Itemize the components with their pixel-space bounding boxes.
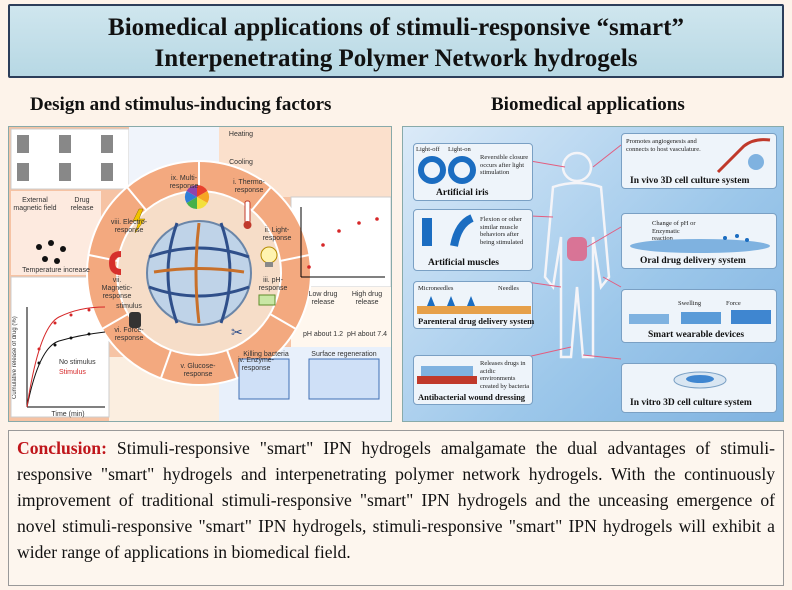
- title-line-1: Biomedical applications of stimuli-respo…: [108, 14, 684, 41]
- applications-panel: Light-off Light-on Reversible closure oc…: [402, 126, 784, 422]
- conclusion-text: Stimuli-responsive "smart" IPN hydrogels…: [17, 438, 775, 562]
- microneedles-icon: [417, 296, 531, 314]
- ph-strip-icon: [258, 294, 276, 306]
- second-network-icon: [153, 222, 245, 324]
- vasculature-icon: [716, 138, 771, 174]
- conclusion-lead: Conclusion:: [17, 438, 107, 458]
- lightning-icon: [132, 208, 146, 234]
- design-panel: ✂: [8, 126, 392, 422]
- wearable-pads-icon: [629, 310, 771, 324]
- body-diagram: [506, 144, 622, 360]
- antibacterial-title: Antibacterial wound dressing: [418, 392, 526, 402]
- iris-desc: Reversible closure occurs after light st…: [480, 154, 529, 176]
- magnetic-particles: [36, 240, 66, 264]
- killing-label: Killing bacteria: [243, 351, 289, 358]
- center-globe-icon: [146, 220, 252, 326]
- oral-card: Change of pH or Enzymatic reaction Oral …: [621, 213, 777, 269]
- petri-dish-icon: [673, 371, 727, 389]
- antibacterial-desc: Releases drugs in acidic environments cr…: [480, 360, 530, 390]
- sector-label-magnetic: vii. Magnetic-response: [101, 277, 133, 300]
- electro-images: [17, 135, 113, 181]
- low-release-label: Low drug release: [308, 291, 338, 306]
- stimulus-wheel-diagram: ✂: [9, 127, 392, 421]
- sector-label-multi: ix. Multi-response: [169, 175, 199, 190]
- swelling-label: Swelling: [678, 300, 702, 307]
- sector-label-force: vi. Force-response: [114, 327, 144, 342]
- sector-label-light: ii. Light-response: [262, 227, 292, 242]
- left-section-heading: Design and stimulus-inducing factors: [30, 94, 332, 115]
- force-press-icon: [129, 312, 141, 328]
- antibacterial-card: Releases drugs in acidic environments cr…: [413, 355, 533, 405]
- ph-high-label: pH about 7.4: [346, 331, 388, 338]
- force-label: Force: [726, 300, 741, 307]
- external-field-label: External magnetic field: [13, 197, 57, 212]
- high-release-label: High drug release: [351, 291, 383, 306]
- conclusion-box: Conclusion: Stimuli-responsive "smart" I…: [8, 430, 784, 586]
- release-curve-plot: [26, 306, 106, 408]
- iris-rings-icon: [418, 156, 476, 184]
- light-response-plot: [300, 207, 385, 278]
- sector-label-thermo: i. Thermo-response: [233, 179, 265, 194]
- sector-label-enzyme: iv. Enzyme-response: [237, 357, 275, 372]
- scissors-icon: ✂: [231, 326, 243, 341]
- in-vitro-card: In vitro 3D cell culture system: [621, 363, 777, 413]
- in-vitro-title: In vitro 3D cell culture system: [630, 398, 752, 408]
- ph-low-label: pH about 1.2: [302, 331, 344, 338]
- title-banner: Biomedical applications of stimuli-respo…: [8, 4, 784, 78]
- artificial-iris-card: Light-off Light-on Reversible closure oc…: [413, 143, 533, 201]
- muscles-desc: Flexion or other similar muscle behavior…: [480, 216, 524, 246]
- regeneration-label: Surface regeneration: [311, 351, 377, 358]
- organs-icon: [567, 237, 587, 261]
- polymer-network-icon: [148, 222, 250, 324]
- sector-label-ph: iii. pH-response: [258, 277, 288, 292]
- iris-light-on: Light-on: [448, 146, 471, 153]
- thermometer-icon: [243, 200, 252, 229]
- temperature-label: Temperature increase: [22, 267, 90, 274]
- plot-ylabel: Cumulative release of drug (%): [12, 316, 18, 400]
- wound-dressing-icon: [417, 366, 477, 384]
- in-vivo-desc: Promotes angiogenesis and connects to ho…: [626, 138, 701, 153]
- parenteral-card: Microneedles Needles Parenteral drug del…: [413, 281, 535, 329]
- plot-xlabel: Time (min): [51, 411, 85, 418]
- wearable-card: Swelling Force Smart wearable devices: [621, 289, 777, 343]
- right-section-heading: Biomedical applications: [491, 94, 685, 115]
- heating-label: Heating: [228, 131, 254, 138]
- cooling-label: Cooling: [229, 159, 253, 166]
- artificial-muscles-card: Flexion or other similar muscle behavior…: [413, 209, 533, 271]
- needles-label: Needles: [498, 285, 519, 292]
- wearable-title: Smart wearable devices: [648, 330, 745, 340]
- sector-label-glucose: v. Glucose-response: [180, 363, 216, 378]
- artificial-muscles-title: Artificial muscles: [428, 258, 499, 268]
- oral-delivery-icon: [630, 234, 770, 253]
- regeneration-image: [308, 358, 380, 400]
- color-wheel-icon: [184, 185, 210, 209]
- oral-desc: Change of pH or Enzymatic reaction: [652, 220, 696, 242]
- plot-legend-stimulus: Stimulus: [59, 369, 86, 376]
- in-vivo-card: Promotes angiogenesis and connects to ho…: [621, 133, 777, 189]
- sector-label-electro: viii. Electro-response: [110, 219, 148, 234]
- enzyme-network-image: [238, 358, 290, 400]
- in-vivo-title: In vivo 3D cell culture system: [630, 176, 750, 186]
- stimulus-label: stimulus: [116, 303, 142, 310]
- magnet-icon: [109, 251, 121, 275]
- oral-title: Oral drug delivery system: [640, 256, 746, 266]
- light-bulb-icon: [260, 246, 278, 267]
- title-line-2: Interpenetrating Polymer Network hydroge…: [154, 45, 638, 72]
- microneedles-label: Microneedles: [418, 285, 454, 292]
- artificial-iris-title: Artificial iris: [436, 188, 489, 198]
- drug-release-label: Drug release: [70, 197, 94, 212]
- muscle-strips-icon: [422, 214, 474, 247]
- iris-light-off: Light-off: [416, 146, 440, 153]
- parenteral-title: Parenteral drug delivery system: [418, 316, 535, 326]
- plot-legend-no-stimulus: No stimulus: [59, 359, 96, 366]
